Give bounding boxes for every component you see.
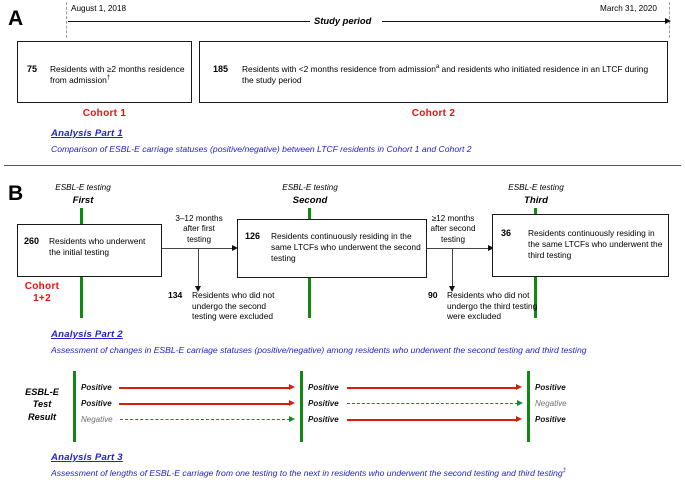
interval-label-2-line3: testing	[440, 234, 466, 244]
panelA-box-cohort2-number: 185	[213, 64, 229, 74]
exclusion-90-text: Residents who did not undergo the third …	[447, 290, 538, 322]
connector-second-to-third	[427, 248, 490, 249]
interval-label-1-line3: testing	[186, 234, 212, 244]
result-line-first	[73, 371, 77, 442]
exclusion-134-number: 134	[168, 290, 183, 300]
cohort-1plus2-line1: Cohort	[24, 281, 60, 292]
result-row-1-third: Positive	[535, 383, 566, 392]
timeline-end-date: March 31, 2020	[600, 4, 657, 13]
result-row-3-first: Negative	[81, 415, 113, 424]
interval-label-1: 3–12 months after first testing	[150, 214, 248, 245]
panelA-box-cohort1: 75 Residents with ≥2 months residence fr…	[17, 41, 192, 103]
timeline-start-guide	[66, 2, 67, 38]
result-row-2-arrow-1-head	[289, 400, 295, 406]
panelB-box-first-testing: 260 Residents who underwent the initial …	[17, 224, 162, 277]
study-period-line-left	[68, 21, 310, 23]
testing-point-3-caption: ESBL-E testing	[508, 183, 564, 192]
result-row-1-second: Positive	[308, 383, 339, 392]
result-row-3-second: Positive	[308, 415, 339, 424]
result-row-2-arrow-1	[119, 403, 290, 406]
panelA-box-cohort2-body: Residents with <2 months residence from …	[242, 64, 436, 74]
study-period-line-right	[382, 21, 667, 23]
result-row-3-arrow-2-head	[516, 416, 522, 422]
panel-divider	[4, 165, 681, 166]
panelB-box-first-number: 260	[24, 236, 40, 246]
panelA-box-cohort2: 185 Residents with <2 months residence f…	[199, 41, 668, 103]
connector-exclusion-90-stem	[452, 248, 453, 290]
result-row-1-arrow-1-head	[289, 384, 295, 390]
connector-exclusion-90-arrowhead	[449, 286, 455, 292]
interval-label-1-line2: after first	[183, 224, 215, 234]
result-row-2-second: Positive	[308, 399, 339, 408]
connector-first-to-second-arrowhead	[232, 245, 238, 251]
testing-point-2-ordinal: Second	[292, 195, 328, 206]
panelB-box-third-number: 36	[501, 228, 512, 238]
result-row-2-third: Negative	[535, 399, 567, 408]
panelA-box-cohort1-footnote: †	[106, 75, 111, 82]
result-row-1-arrow-2	[347, 387, 517, 390]
esbl-test-result-label-line3: Result	[27, 411, 57, 422]
exclusion-90-number: 90	[428, 290, 438, 300]
panelB-box-second-testing: 126 Residents continuously residing in t…	[237, 219, 427, 278]
analysis-part-3-title: Analysis Part 3	[51, 452, 123, 463]
result-row-1-arrow-2-head	[516, 384, 522, 390]
cohort-2-label: Cohort 2	[411, 108, 456, 119]
analysis-part-2-description: Assessment of changes in ESBL-E carriage…	[51, 345, 587, 355]
cohort-1plus2-line2: 1+2	[33, 293, 51, 304]
esbl-test-result-label-line2: Test	[32, 399, 52, 410]
panel-a-letter: A	[8, 7, 24, 30]
cohort-1-label: Cohort 1	[82, 108, 127, 119]
analysis-part-3-description: Assessment of lengths of ESBL-E carriage…	[51, 468, 566, 478]
panelB-box-second-number: 126	[245, 231, 261, 241]
testing-point-1-caption: ESBL-E testing	[55, 183, 111, 192]
testing-point-2-caption: ESBL-E testing	[282, 183, 338, 192]
result-row-3-arrow-1-head	[289, 416, 295, 422]
result-row-2-arrow-2-head	[517, 400, 523, 406]
panelB-box-third-text: Residents continuously residing in the s…	[528, 228, 663, 261]
esbl-test-result-label-line1: ESBL-E	[25, 387, 59, 397]
panelA-box-cohort1-text: Residents with ≥2 months residence from …	[50, 64, 185, 86]
esbl-test-result-label: ESBL-E Test Result	[14, 386, 70, 423]
analysis-part-1-description: Comparison of ESBL-E carriage statuses (…	[51, 144, 472, 154]
interval-label-2: ≥12 months after second testing	[404, 214, 502, 245]
result-row-3-third: Positive	[535, 415, 566, 424]
interval-label-2-line1: ≥12 months	[431, 214, 475, 223]
connector-exclusion-134-arrowhead	[195, 286, 201, 292]
interval-label-2-line2: after second	[430, 224, 476, 234]
panelA-box-cohort2-text: Residents with <2 months residence from …	[242, 64, 662, 86]
result-row-1-first: Positive	[81, 383, 112, 392]
panelB-box-third-testing: 36 Residents continuously residing in th…	[492, 214, 669, 277]
panelA-box-cohort1-body: Residents with ≥2 months residence from …	[50, 64, 185, 86]
connector-second-to-third-arrowhead	[488, 245, 494, 251]
connector-exclusion-134-stem	[198, 248, 199, 290]
panelB-box-first-text: Residents who underwent the initial test…	[49, 236, 146, 258]
analysis-part-3-description-body: Assessment of lengths of ESBL-E carriage…	[51, 468, 563, 478]
result-row-3-arrow-1	[120, 419, 290, 420]
analysis-part-3-footnote: ‡	[562, 468, 566, 475]
panel-b-letter: B	[8, 182, 24, 205]
panelA-box-cohort1-number: 75	[27, 64, 38, 74]
result-line-second	[300, 371, 304, 442]
cohort-1plus2-label: Cohort 1+2	[12, 281, 72, 305]
testing-point-1-ordinal: First	[72, 195, 94, 206]
interval-label-1-line1: 3–12 months	[175, 214, 223, 223]
exclusion-134-text: Residents who did not undergo the second…	[192, 290, 275, 322]
result-row-2-first: Positive	[81, 399, 112, 408]
result-row-2-arrow-2	[347, 403, 518, 404]
panelA-box-cohort2-footnote: a	[435, 64, 440, 71]
result-line-third	[527, 371, 531, 442]
timeline-start-date: August 1, 2018	[71, 4, 127, 13]
study-period-label: Study period	[314, 15, 372, 26]
result-row-3-arrow-2	[347, 419, 517, 422]
testing-point-3-ordinal: Third	[524, 195, 548, 206]
panelA-box-cohort2-body-rest: and residents who initiated residence in…	[242, 64, 649, 86]
result-row-1-arrow-1	[119, 387, 290, 390]
study-period-arrowhead	[665, 18, 671, 24]
analysis-part-2-title: Analysis Part 2	[51, 329, 123, 340]
analysis-part-1-title: Analysis Part 1	[51, 128, 123, 139]
panelB-box-second-text: Residents continuously residing in the s…	[271, 231, 421, 264]
